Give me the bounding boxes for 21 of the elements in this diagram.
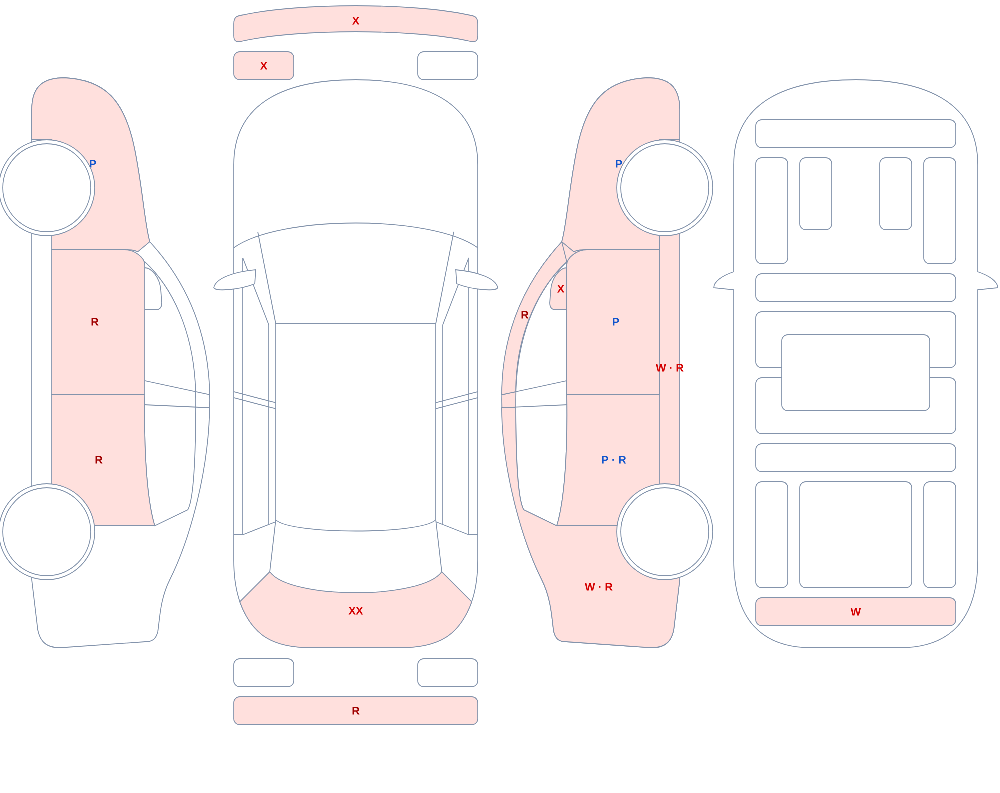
panel-box — [756, 444, 956, 472]
panel-box — [756, 158, 788, 264]
panel-box: W — [756, 598, 956, 626]
panel-box — [756, 274, 956, 302]
light-panel — [234, 658, 294, 688]
door-panel: R — [52, 250, 146, 396]
panel-box — [756, 482, 788, 588]
light-panel — [418, 52, 478, 80]
panel-box — [800, 158, 832, 230]
rear-window-panel: XX — [240, 572, 472, 648]
panel-box — [800, 482, 912, 588]
panel-box — [924, 482, 956, 588]
panel-box — [782, 334, 930, 412]
quarter-window-panel: X — [550, 268, 568, 310]
light-panel — [418, 658, 478, 688]
panel-box — [924, 158, 956, 264]
panel-box — [756, 120, 956, 148]
light-panel: X — [234, 52, 294, 80]
panel-box — [880, 158, 912, 230]
bumper-panel: R — [234, 696, 478, 726]
bumper-panel: X — [234, 6, 478, 42]
